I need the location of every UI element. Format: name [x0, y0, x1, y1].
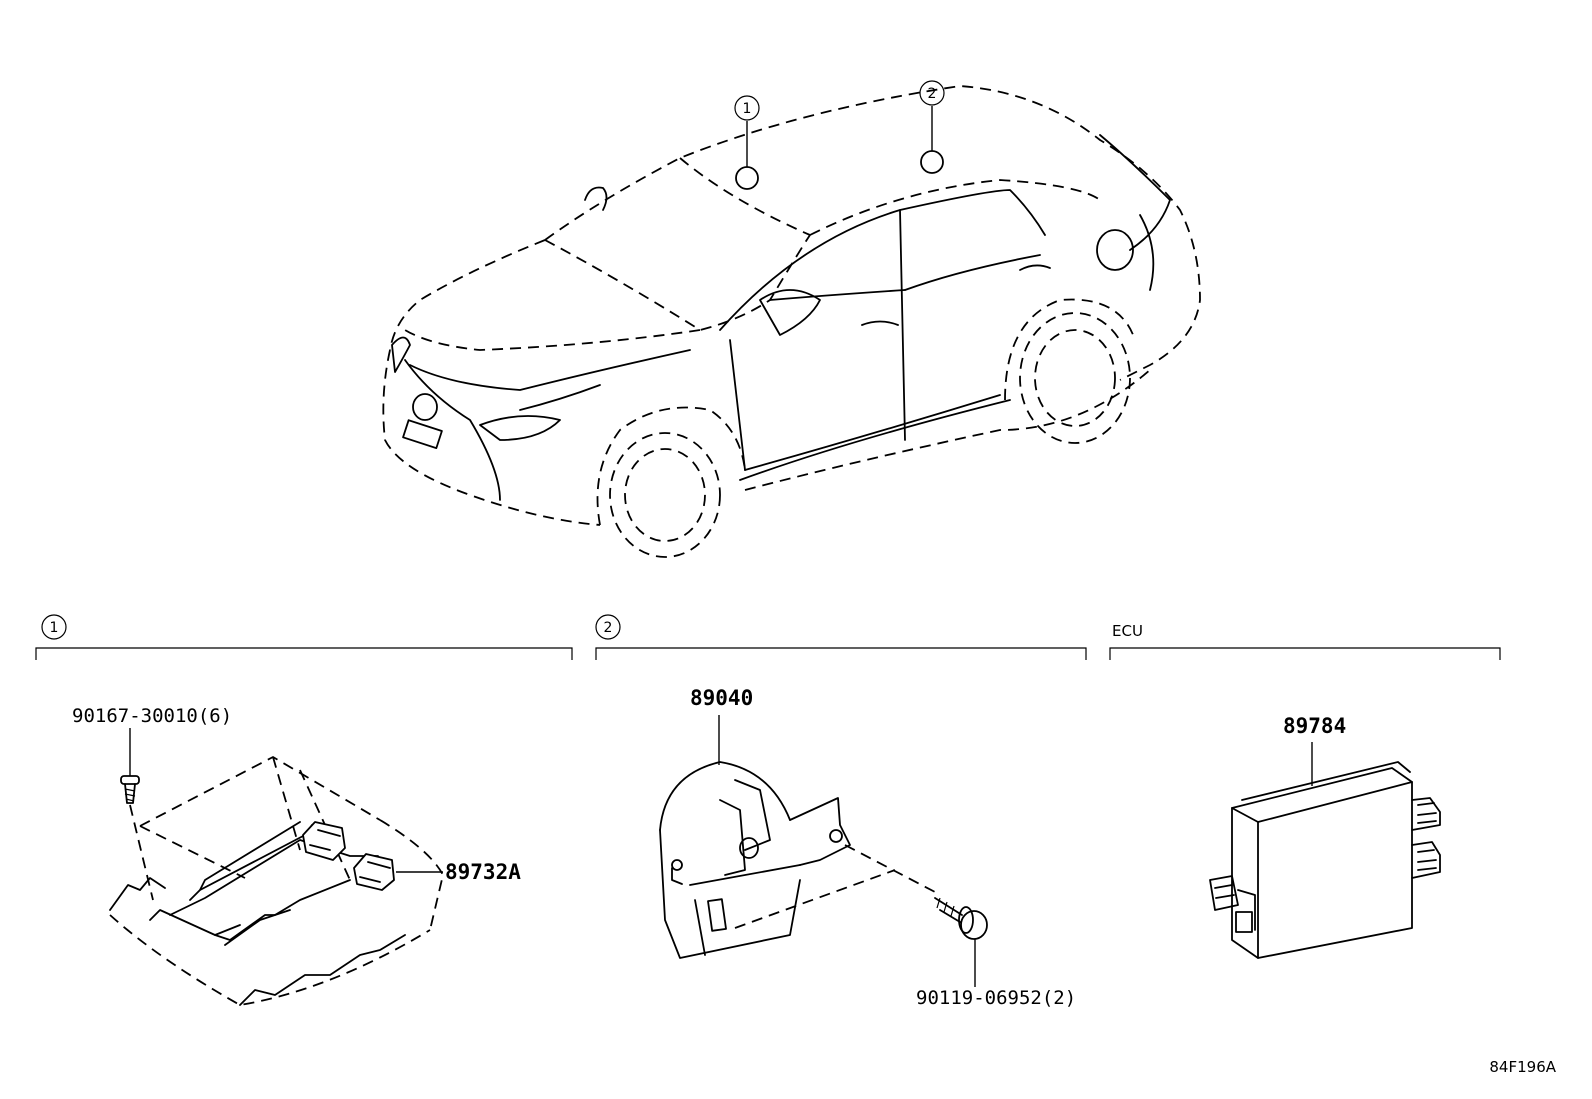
- roof-callout-1: 1: [734, 95, 760, 190]
- callout-number-2: 2: [928, 86, 937, 102]
- section-1-header: 1: [35, 614, 573, 660]
- connector-icon: [302, 821, 346, 861]
- vehicle-illustration: [382, 85, 1201, 558]
- diagram-id: 84F196A: [1489, 1058, 1556, 1076]
- callout-number-1: 1: [743, 101, 752, 117]
- part-label-bolt: 90119-06952(2): [916, 987, 1076, 1009]
- bolt-icon: [934, 897, 988, 940]
- section-title-ecu: ECU: [1112, 622, 1143, 640]
- section-marker-2: 2: [604, 620, 613, 636]
- part-label-sensor-89040: 89040: [690, 686, 753, 710]
- roof-sensor-assembly: 90167-30010(6) 89732A: [72, 705, 521, 1006]
- section-ecu-header: ECU: [1109, 622, 1501, 660]
- sensor-bracket-assembly: 89040 90119-06952(2): [659, 686, 1076, 1009]
- part-label-screw: 90167-30010(6): [72, 705, 232, 727]
- part-label-sensor-89732a: 89732A: [445, 860, 521, 884]
- part-label-ecu: 89784: [1283, 714, 1346, 738]
- section-2-header: 2: [595, 614, 1087, 660]
- screw-icon: [120, 775, 140, 804]
- ecu-assembly: 89784: [1209, 714, 1441, 959]
- connector-icon: [353, 853, 395, 891]
- roof-callout-2: 2: [919, 80, 945, 174]
- section-marker-1: 1: [50, 620, 59, 636]
